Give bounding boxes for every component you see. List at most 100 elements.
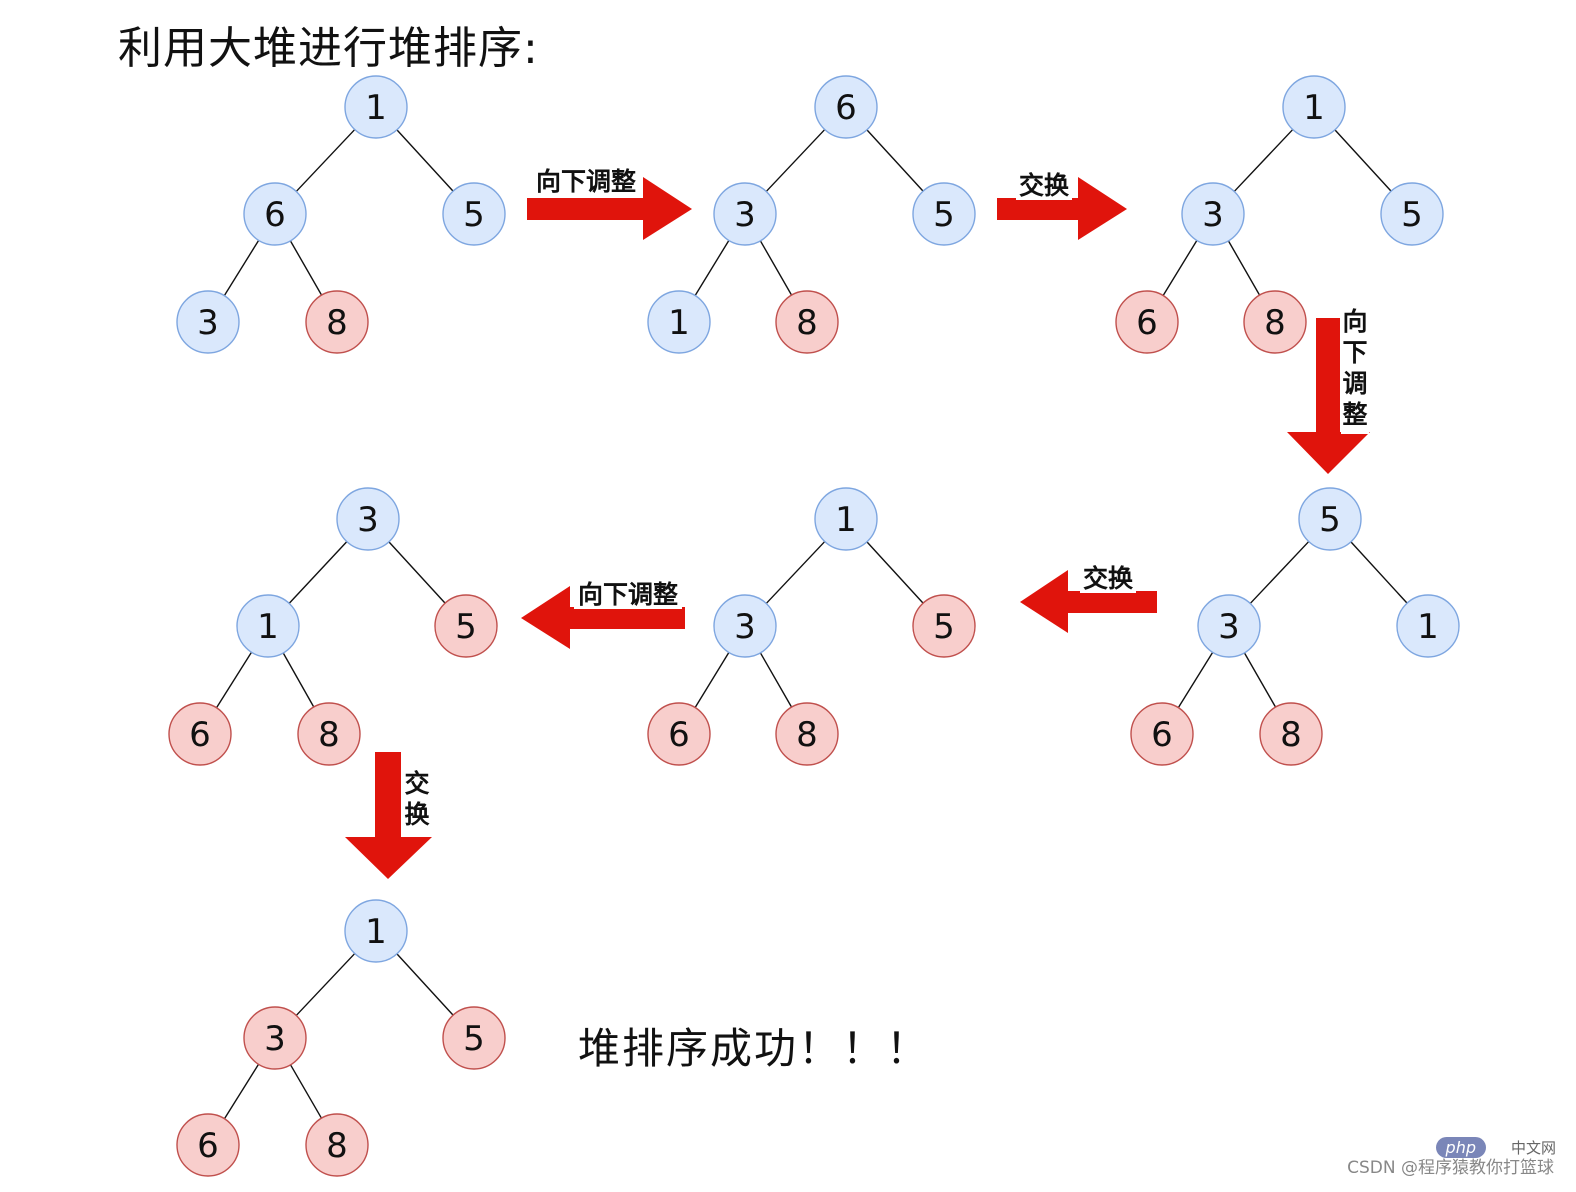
- node-circle: [236, 594, 300, 658]
- php-logo-text: 中文网: [1510, 1139, 1556, 1157]
- tree-edge: [282, 652, 315, 708]
- sorted-node: 5: [442, 1006, 506, 1070]
- node-value: 5: [933, 195, 955, 235]
- node-circle: [305, 290, 369, 354]
- tree-edge: [1227, 240, 1261, 296]
- node-circle: [775, 290, 839, 354]
- heap-node: 3: [176, 290, 240, 354]
- node-value: 8: [796, 715, 818, 755]
- heap-node: 1: [344, 899, 408, 963]
- watermark: CSDN @程序猿教你打篮球: [1347, 1158, 1554, 1178]
- heap-node: 5: [1380, 182, 1444, 246]
- sorted-node: 8: [305, 290, 369, 354]
- heap-node: 5: [912, 182, 976, 246]
- arrow-label-bg: [1080, 563, 1136, 593]
- arrow-3: 向下调整: [1287, 306, 1370, 474]
- arrow-head: [1078, 177, 1127, 240]
- arrow-label-bg: [574, 579, 682, 609]
- node-value: 8: [326, 1126, 348, 1166]
- node-circle: [647, 290, 711, 354]
- heap-node: 1: [1282, 75, 1346, 139]
- node-circle: [713, 182, 777, 246]
- arrow-label: 交换: [404, 769, 430, 829]
- arrow-label-bg: [1016, 170, 1072, 200]
- node-circle: [1130, 702, 1194, 766]
- node-circle: [1282, 75, 1346, 139]
- arrow-label: 向下调整: [578, 580, 678, 609]
- diagram-title: 利用大堆进行堆排序:: [118, 23, 539, 74]
- arrow-head: [345, 837, 432, 879]
- node-value: 1: [365, 912, 387, 952]
- node-value: 8: [1280, 715, 1302, 755]
- node-value: 6: [264, 195, 286, 235]
- tree-edge: [759, 240, 793, 296]
- tree-edge: [1243, 652, 1277, 708]
- node-circle: [912, 594, 976, 658]
- arrow-shaft: [570, 607, 685, 629]
- node-circle: [344, 899, 408, 963]
- heap-node: 5: [442, 182, 506, 246]
- tree-edge: [694, 240, 730, 296]
- heap-node: 3: [713, 594, 777, 658]
- sorted-node: 6: [168, 702, 232, 766]
- node-value: 5: [1319, 500, 1341, 540]
- tree-edge: [289, 1064, 323, 1119]
- node-value: 6: [189, 715, 211, 755]
- arrow-label: 向下调整: [536, 167, 636, 196]
- node-circle: [344, 75, 408, 139]
- tree-edge: [396, 129, 454, 192]
- arrow-shaft: [1316, 318, 1340, 432]
- heap-node: 6: [243, 182, 307, 246]
- heap-node: 3: [713, 182, 777, 246]
- sorted-node: 8: [305, 1113, 369, 1177]
- node-circle: [814, 75, 878, 139]
- heap-node: 1: [647, 290, 711, 354]
- node-circle: [176, 1113, 240, 1177]
- arrow-shaft: [375, 752, 401, 837]
- node-value: 8: [1264, 303, 1286, 343]
- node-value: 5: [463, 1019, 485, 1059]
- node-value: 5: [455, 607, 477, 647]
- tree-edge: [388, 541, 446, 604]
- node-circle: [1396, 594, 1460, 658]
- sorted-node: 5: [912, 594, 976, 658]
- node-circle: [243, 1006, 307, 1070]
- tree-edge: [765, 129, 826, 192]
- node-circle: [442, 1006, 506, 1070]
- sorted-node: 8: [775, 702, 839, 766]
- tree-edge: [759, 652, 793, 708]
- node-value: 5: [933, 607, 955, 647]
- arrow-label: 交换: [1083, 564, 1134, 593]
- arrow-label-bg: [403, 768, 431, 834]
- sorted-node: 3: [243, 1006, 307, 1070]
- arrow-6: 交换: [345, 752, 432, 879]
- arrow-1: 向下调整: [527, 166, 692, 240]
- tree-edge: [694, 652, 730, 708]
- arrow-label-bg: [532, 166, 640, 196]
- node-value: 3: [197, 303, 219, 343]
- php-logo-badge: php: [1435, 1137, 1486, 1158]
- node-circle: [243, 182, 307, 246]
- tree-edge: [295, 953, 356, 1016]
- tree-edge: [866, 541, 924, 604]
- node-value: 8: [796, 303, 818, 343]
- heap-node: 6: [814, 75, 878, 139]
- heap-node: 3: [1181, 182, 1245, 246]
- node-value: 3: [734, 195, 756, 235]
- tree-edge: [288, 541, 348, 604]
- node-value: 1: [668, 303, 690, 343]
- heap-node: 5: [1298, 487, 1362, 551]
- tree-edge: [1350, 541, 1408, 604]
- tree-edge: [765, 541, 826, 604]
- sorted-node: 5: [434, 594, 498, 658]
- node-circle: [1380, 182, 1444, 246]
- node-value: 1: [1417, 607, 1439, 647]
- node-value: 3: [1202, 195, 1224, 235]
- arrow-label: 交换: [1019, 171, 1070, 200]
- heap-node: 3: [1197, 594, 1261, 658]
- heap-node: 1: [1396, 594, 1460, 658]
